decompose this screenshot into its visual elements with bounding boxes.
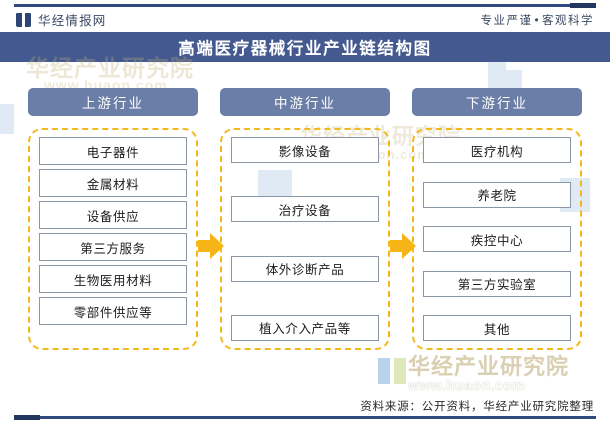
column-header-upstream: 上游行业 (28, 88, 198, 116)
brand-header: 华经情报网 专业严谨•客观科学 (0, 7, 610, 32)
node-downstream-5[interactable]: 其他 (423, 315, 571, 341)
chain-column-upstream: 上游行业 电子器件 金属材料 设备供应 第三方服务 生物医用材料 零部件供应等 (28, 88, 198, 350)
column-header-midstream: 中游行业 (220, 88, 390, 116)
slogan-right: 客观科学 (542, 14, 594, 27)
top-accent-rule (14, 4, 596, 7)
arrow-right-icon-midstream-to-downstream (390, 233, 416, 259)
node-upstream-4[interactable]: 第三方服务 (39, 233, 187, 261)
node-downstream-2[interactable]: 养老院 (423, 181, 571, 208)
brand-left-group: 华经情报网 (16, 10, 107, 29)
node-midstream-2[interactable]: 治疗设备 (231, 196, 379, 223)
node-upstream-2[interactable]: 金属材料 (39, 169, 187, 197)
slogan-separator-dot: • (534, 14, 540, 27)
node-upstream-5[interactable]: 生物医用材料 (39, 265, 187, 293)
column-body-upstream: 电子器件 金属材料 设备供应 第三方服务 生物医用材料 零部件供应等 (28, 128, 198, 350)
top-accent-cap (570, 3, 596, 8)
column-body-downstream: 医疗机构 养老院 疾控中心 第三方实验室 其他 (412, 128, 582, 350)
chain-column-midstream: 中游行业 影像设备 治疗设备 体外诊断产品 植入介入产品等 (220, 88, 390, 350)
page-title: 高端医疗器械行业产业链结构图 (178, 40, 432, 58)
chain-column-downstream: 下游行业 医疗机构 养老院 疾控中心 第三方实验室 其他 (412, 88, 582, 350)
watermark-site-text-bottom: www.huaon.com (408, 377, 526, 394)
node-upstream-6[interactable]: 零部件供应等 (39, 297, 187, 325)
node-midstream-1[interactable]: 影像设备 (231, 137, 379, 163)
brand-name: 华经情报网 (38, 14, 107, 28)
bottom-accent-cap (14, 415, 40, 420)
source-note: 资料来源：公开资料，华经产业研究院整理 (360, 401, 594, 413)
slogan-left: 专业严谨 (480, 14, 533, 27)
column-header-downstream: 下游行业 (412, 88, 582, 116)
supply-chain-diagram: 上游行业 电子器件 金属材料 设备供应 第三方服务 生物医用材料 零部件供应等 … (0, 88, 610, 363)
node-upstream-1[interactable]: 电子器件 (39, 137, 187, 165)
arrow-right-icon-upstream-to-midstream (198, 233, 224, 259)
node-midstream-4[interactable]: 植入介入产品等 (231, 314, 379, 341)
column-body-midstream: 影像设备 治疗设备 体外诊断产品 植入介入产品等 (220, 128, 390, 350)
open-book-icon (16, 12, 31, 27)
node-upstream-3[interactable]: 设备供应 (39, 201, 187, 229)
bottom-accent-rule (14, 416, 596, 419)
node-downstream-1[interactable]: 医疗机构 (423, 137, 571, 163)
title-banner: 高端医疗器械行业产业链结构图 (0, 32, 610, 62)
node-downstream-4[interactable]: 第三方实验室 (423, 270, 571, 297)
node-downstream-3[interactable]: 疾控中心 (423, 226, 571, 252)
node-midstream-3[interactable]: 体外诊断产品 (231, 255, 379, 282)
brand-slogan: 专业严谨•客观科学 (480, 12, 594, 28)
